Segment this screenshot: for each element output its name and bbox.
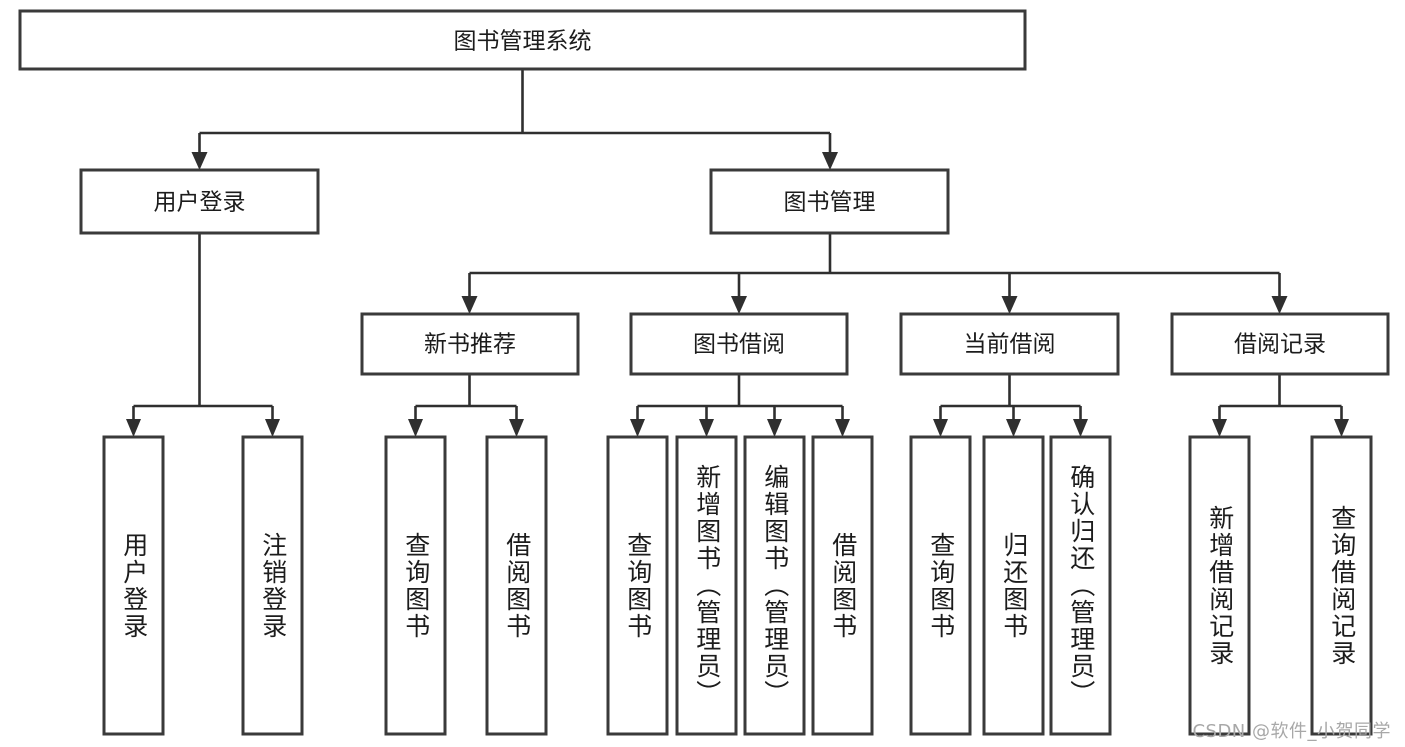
node-group-book-manage: 图书管理 bbox=[709, 168, 950, 235]
leaf-box-group bbox=[102, 435, 1373, 736]
arrowhead-borrow-leaf2 bbox=[699, 419, 714, 437]
leaf-box-query-book-current[interactable] bbox=[909, 435, 972, 736]
connector-group-borrow-to-leaves bbox=[630, 374, 850, 437]
leaf-box-user-login[interactable] bbox=[102, 435, 165, 736]
node-group-borrow-record: 借阅记录 bbox=[1170, 312, 1390, 376]
arrowhead-newbook-leaf1 bbox=[408, 419, 423, 437]
arrowhead-user-login bbox=[191, 152, 208, 170]
leaf-box-add-book-admin[interactable] bbox=[675, 435, 738, 736]
leaf-box-query-book-newbook[interactable] bbox=[384, 435, 447, 736]
node-box-new-book-recommend[interactable] bbox=[360, 312, 580, 376]
node-group-new-book-recommend: 新书推荐 bbox=[360, 312, 580, 376]
arrowhead-newbook bbox=[461, 296, 478, 314]
node-box-user-login[interactable] bbox=[79, 168, 320, 235]
arrowhead-book-manage bbox=[822, 152, 838, 170]
node-box-current-borrow[interactable] bbox=[899, 312, 1120, 376]
leaf-box-borrow-book[interactable] bbox=[811, 435, 874, 736]
connector-group-bookmanage-to-level3 bbox=[461, 233, 1288, 314]
connector-group-userlogin-to-leaves bbox=[126, 233, 280, 437]
node-label-book-borrow: 图书借阅 bbox=[693, 332, 785, 358]
leaf-box-borrow-book-newbook[interactable] bbox=[485, 435, 548, 736]
arrowhead-borrow-leaf4 bbox=[835, 419, 850, 437]
arrowhead-current bbox=[1001, 296, 1018, 314]
arrowhead-newbook-leaf2 bbox=[509, 419, 524, 437]
node-box-book-manage[interactable] bbox=[709, 168, 950, 235]
node-group-current-borrow: 当前借阅 bbox=[899, 312, 1120, 376]
node-group-user-login: 用户登录 bbox=[79, 168, 320, 235]
arrowhead-borrow-leaf1 bbox=[630, 419, 645, 437]
connector-group-current-to-leaves bbox=[933, 374, 1088, 437]
arrowhead-leaf-logout bbox=[265, 419, 280, 437]
leaf-box-logout[interactable] bbox=[241, 435, 304, 736]
node-box-book-borrow[interactable] bbox=[629, 312, 849, 376]
node-label-root: 图书管理系统 bbox=[454, 29, 592, 55]
node-label-borrow-record: 借阅记录 bbox=[1234, 332, 1326, 358]
node-box-borrow-record[interactable] bbox=[1170, 312, 1390, 376]
node-group-book-borrow: 图书借阅 bbox=[629, 312, 849, 376]
arrowhead-record-leaf1 bbox=[1212, 419, 1227, 437]
leaf-box-edit-book-admin[interactable] bbox=[743, 435, 806, 736]
leaf-box-query-borrow-record[interactable] bbox=[1310, 435, 1373, 736]
node-group-root: 图书管理系统 bbox=[18, 9, 1027, 71]
node-box-root[interactable] bbox=[18, 9, 1027, 71]
leaf-box-confirm-return-admin[interactable] bbox=[1049, 435, 1112, 736]
arrowhead-record bbox=[1271, 296, 1288, 314]
node-label-user-login: 用户登录 bbox=[154, 190, 246, 216]
node-label-new-book-recommend: 新书推荐 bbox=[424, 332, 516, 358]
arrowhead-current-leaf3 bbox=[1073, 419, 1088, 437]
leaf-box-add-borrow-record[interactable] bbox=[1188, 435, 1251, 736]
connector-group-root-to-level2 bbox=[191, 69, 838, 170]
csdn-watermark: CSDN @软件_小贺同学 bbox=[1192, 721, 1391, 742]
leaf-box-query-book-borrow[interactable] bbox=[606, 435, 669, 736]
connector-group-newbook-to-leaves bbox=[408, 374, 524, 437]
arrowhead-record-leaf2 bbox=[1334, 419, 1349, 437]
arrowhead-borrow bbox=[731, 296, 747, 314]
arrowhead-current-leaf1 bbox=[933, 419, 948, 437]
arrowhead-leaf-user-login bbox=[126, 419, 141, 437]
node-label-current-borrow: 当前借阅 bbox=[964, 332, 1056, 358]
arrowhead-borrow-leaf3 bbox=[767, 419, 782, 437]
node-label-book-manage: 图书管理 bbox=[784, 190, 876, 216]
connector-group-record-to-leaves bbox=[1212, 374, 1349, 437]
leaf-box-return-book[interactable] bbox=[982, 435, 1045, 736]
arrowhead-current-leaf2 bbox=[1006, 419, 1021, 437]
